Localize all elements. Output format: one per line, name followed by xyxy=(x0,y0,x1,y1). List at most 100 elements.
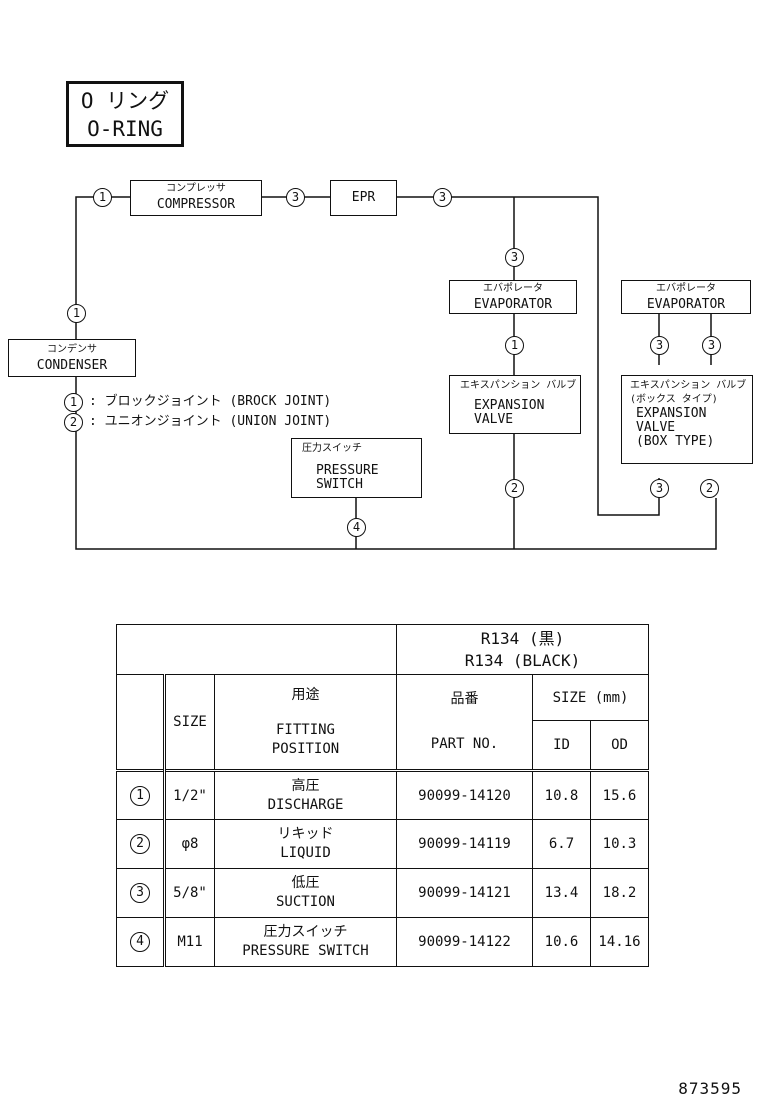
fitting-jp: 用途 xyxy=(291,686,320,703)
joint-3-badge: 3 xyxy=(286,188,305,207)
row-mark: 4 xyxy=(116,917,166,967)
o-ring-title: O リング O-RING xyxy=(66,81,184,147)
joint-3-badge: 3 xyxy=(505,248,524,267)
figure-number: 873595 xyxy=(678,1079,742,1098)
id-header: ID xyxy=(532,720,591,771)
evaporator-box-2: エバポレータ EVAPORATOR xyxy=(621,280,751,314)
expansion-valve-label-jp: エキスパンション バルブ xyxy=(460,380,577,391)
condenser-label-jp: コンデンサ xyxy=(47,344,97,355)
mark-column-header xyxy=(116,674,166,771)
row-part-no: 90099-14120 xyxy=(396,770,533,820)
row-part-no: 90099-14122 xyxy=(396,917,533,967)
row-mark-badge: 3 xyxy=(130,883,150,903)
table-blank-header xyxy=(116,624,397,675)
joint-2-badge: 2 xyxy=(505,479,524,498)
row-od: 18.2 xyxy=(590,868,649,918)
table-row: 3 5/8" 低圧 SUCTION 90099-14121 13.4 18.2 xyxy=(116,868,649,918)
expansion-valve-label-2: VALVE xyxy=(474,412,514,427)
box-valve-label-jp-2: (ボックス タイプ) xyxy=(630,394,718,405)
row-fitting-jp: 圧力スイッチ xyxy=(263,924,348,940)
fitting-en-1: FITTING xyxy=(275,721,335,738)
table-row: 2 φ8 リキッド LIQUID 90099-14119 6.7 10.3 xyxy=(116,819,649,869)
joint-3-badge: 3 xyxy=(650,479,669,498)
row-mark: 1 xyxy=(116,770,166,820)
row-id: 13.4 xyxy=(532,868,591,918)
refrigerant-en: R134 (BLACK) xyxy=(464,650,581,670)
pressure-switch-box: 圧力スイッチ PRESSURE SWITCH xyxy=(291,438,422,498)
compressor-label: COMPRESSOR xyxy=(156,197,236,212)
part-jp: 品番 xyxy=(450,691,479,707)
row-fitting-jp: 高圧 xyxy=(291,777,320,794)
legend-row-2: 2 : ユニオンジョイント (UNION JOINT) xyxy=(64,412,331,432)
box-valve-label-3: (BOX TYPE) xyxy=(636,434,715,449)
joint-1-badge: 1 xyxy=(93,188,112,207)
row-fitting-jp: リキッド xyxy=(277,826,334,842)
table-row: 4 M11 圧力スイッチ PRESSURE SWITCH 90099-14122… xyxy=(116,917,649,967)
legend-text-1: : ブロックジョイント (BROCK JOINT) xyxy=(89,394,332,409)
joint-3-badge: 3 xyxy=(702,336,721,355)
row-fitting: 低圧 SUCTION xyxy=(214,868,397,918)
part-en: PART NO. xyxy=(430,736,499,752)
evaporator-2-label: EVAPORATOR xyxy=(646,297,726,312)
row-fitting: リキッド LIQUID xyxy=(214,819,397,869)
o-ring-spec-table: R134 (黒) R134 (BLACK) SIZE 用途 FITTING PO… xyxy=(116,624,649,967)
row-size: 1/2" xyxy=(164,770,215,820)
row-id: 10.6 xyxy=(532,917,591,967)
joint-2-badge: 2 xyxy=(700,479,719,498)
size-header: SIZE xyxy=(164,674,215,771)
fitting-en-2: POSITION xyxy=(271,740,340,757)
expansion-valve-box-type: エキスパンション バルブ (ボックス タイプ) EXPANSION VALVE … xyxy=(621,375,753,464)
od-header: OD xyxy=(590,720,649,771)
legend-row-1: 1 : ブロックジョイント (BROCK JOINT) xyxy=(64,392,331,412)
joint-3-badge: 3 xyxy=(433,188,452,207)
row-fitting-en: DISCHARGE xyxy=(267,796,344,813)
row-size: φ8 xyxy=(164,819,215,869)
condenser-box: コンデンサ CONDENSER xyxy=(8,339,136,377)
legend-badge-2: 2 xyxy=(64,412,83,432)
size-mm-header: SIZE (mm) xyxy=(532,674,649,721)
evaporator-2-label-jp: エバポレータ xyxy=(656,283,716,294)
box-valve-label-2: VALVE xyxy=(636,420,676,435)
joint-1-badge: 1 xyxy=(505,336,524,355)
row-mark: 3 xyxy=(116,868,166,918)
condenser-label: CONDENSER xyxy=(36,358,108,373)
row-part-no: 90099-14119 xyxy=(396,819,533,869)
part-no-header: 品番 PART NO. xyxy=(396,674,533,771)
row-mark: 2 xyxy=(116,819,166,869)
evaporator-box: エバポレータ EVAPORATOR xyxy=(449,280,577,314)
evaporator-label: EVAPORATOR xyxy=(473,297,553,312)
row-fitting-en: PRESSURE SWITCH xyxy=(242,943,369,959)
box-valve-label-1: EXPANSION xyxy=(636,406,707,421)
joint-4-badge: 4 xyxy=(347,518,366,537)
epr-box: EPR xyxy=(330,180,397,216)
row-fitting-en: SUCTION xyxy=(275,894,335,910)
legend-text-2: : ユニオンジョイント (UNION JOINT) xyxy=(89,414,332,429)
row-size: 5/8" xyxy=(164,868,215,918)
pressure-switch-label-2: SWITCH xyxy=(316,477,363,492)
row-fitting: 高圧 DISCHARGE xyxy=(214,770,397,820)
row-od: 15.6 xyxy=(590,770,649,820)
legend-badge-1: 1 xyxy=(64,392,83,412)
compressor-label-jp: コンプレッサ xyxy=(166,183,226,194)
row-id: 10.8 xyxy=(532,770,591,820)
title-jp: O リング xyxy=(80,89,170,113)
refrigerant-header: R134 (黒) R134 (BLACK) xyxy=(396,624,649,675)
row-od: 10.3 xyxy=(590,819,649,869)
row-id: 6.7 xyxy=(532,819,591,869)
row-mark-badge: 1 xyxy=(130,785,150,806)
row-mark-badge: 4 xyxy=(130,932,150,952)
row-od: 14.16 xyxy=(590,917,649,967)
row-mark-badge: 2 xyxy=(130,834,150,854)
joint-1-badge: 1 xyxy=(67,304,86,323)
fitting-position-header: 用途 FITTING POSITION xyxy=(214,674,397,771)
joint-legend: 1 : ブロックジョイント (BROCK JOINT) 2 : ユニオンジョイン… xyxy=(64,392,331,432)
evaporator-label-jp: エバポレータ xyxy=(483,283,543,294)
pressure-switch-label-1: PRESSURE xyxy=(316,463,379,478)
row-fitting: 圧力スイッチ PRESSURE SWITCH xyxy=(214,917,397,967)
compressor-box: コンプレッサ COMPRESSOR xyxy=(130,180,262,216)
row-fitting-jp: 低圧 xyxy=(291,875,320,891)
pipe-suction xyxy=(397,196,660,516)
epr-label: EPR xyxy=(351,190,376,205)
refrigerant-jp: R134 (黒) xyxy=(480,628,565,648)
row-fitting-en: LIQUID xyxy=(280,845,331,861)
